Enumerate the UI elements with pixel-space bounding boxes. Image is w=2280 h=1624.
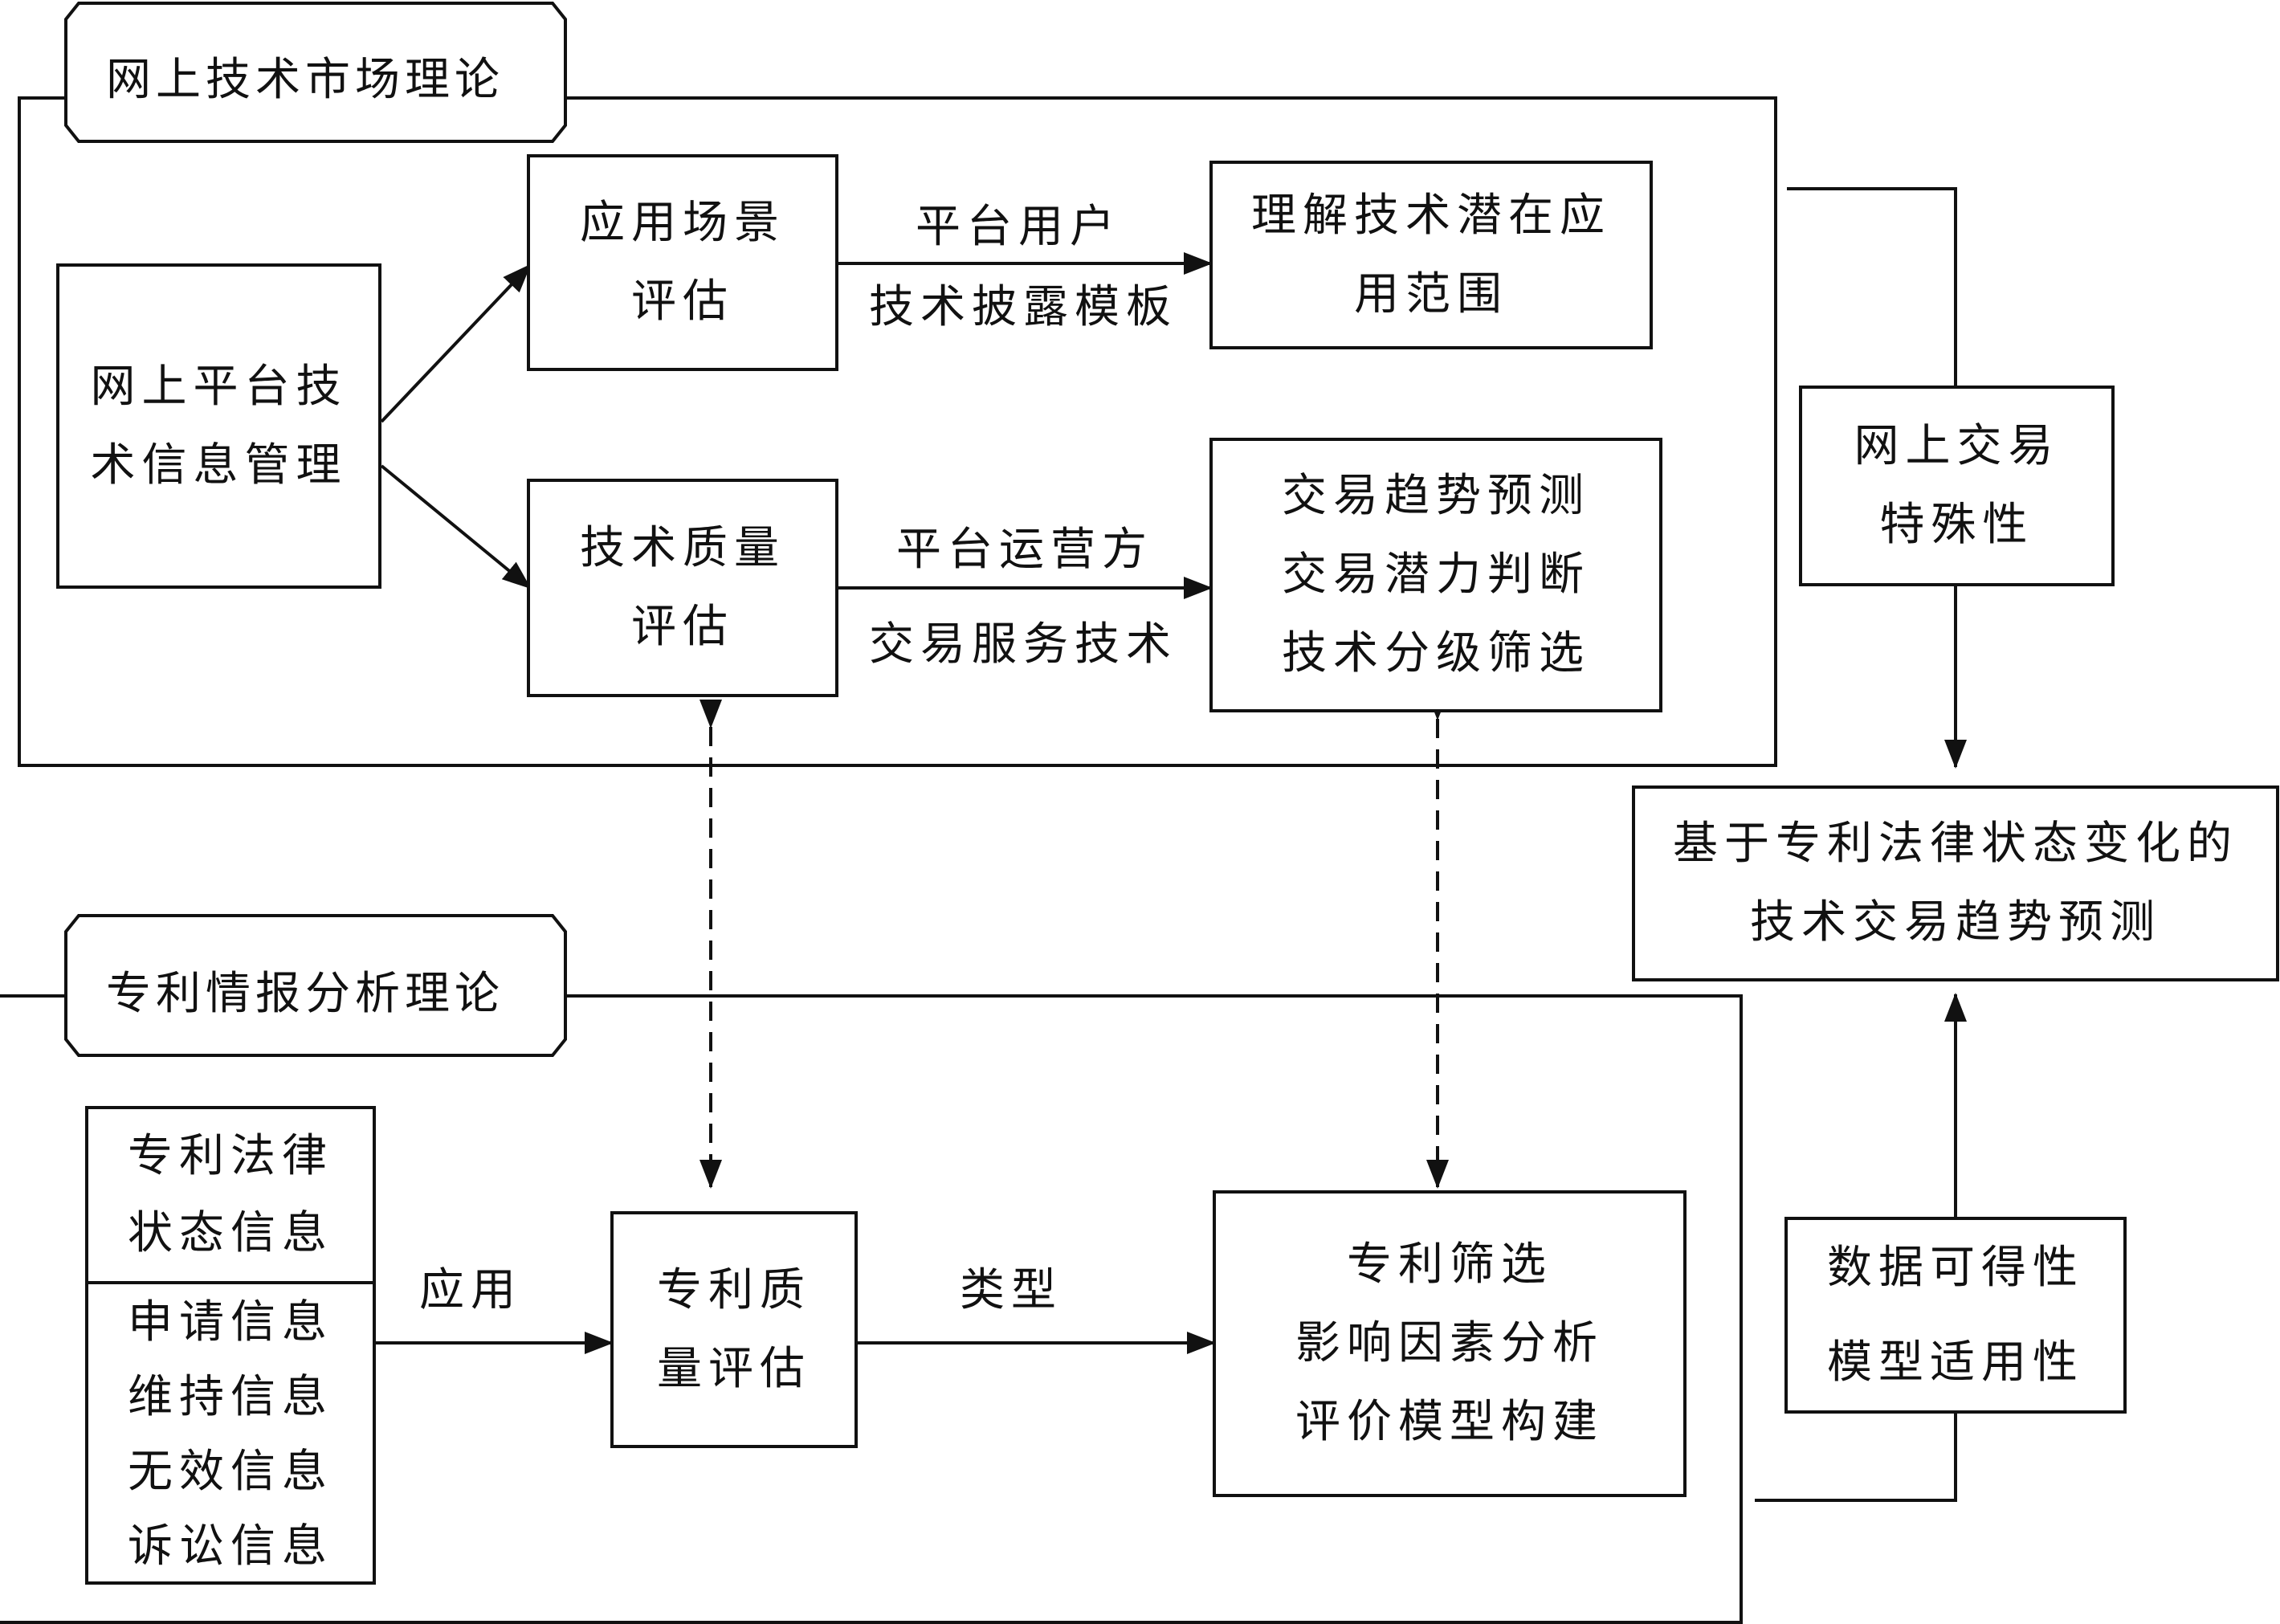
goal-line-2: 技术交易趋势预测 — [1750, 896, 2161, 949]
quality-eval-line-2: 评估 — [631, 601, 734, 653]
top-section-frame — [18, 96, 1777, 767]
edge-label-type: 类型 — [960, 1264, 1063, 1316]
info-item-application: 申请信息 — [128, 1296, 333, 1349]
edge-label-platform-users: 平台用户 — [916, 201, 1121, 253]
result-application-scope-box: 理解技术潜在应 用范围 — [1209, 161, 1653, 349]
data-model-box: 数据可得性 模型适用性 — [1784, 1217, 2127, 1414]
patent-quality-line-1: 专利质 — [657, 1263, 811, 1316]
connector-top-frame-to-online-trading — [1787, 187, 1957, 387]
data-model-line-1: 数据可得性 — [1827, 1241, 2084, 1294]
online-trading-line-2: 特殊性 — [1879, 499, 2034, 551]
info-item-litigation: 诉讼信息 — [128, 1520, 333, 1573]
legal-status-cell: 专利法律 状态信息 — [88, 1109, 373, 1284]
result-lower-line-1: 交易趋势预测 — [1282, 470, 1590, 522]
result-upper-line-2: 用范围 — [1354, 267, 1508, 320]
legal-status-line-1: 专利法律 — [128, 1130, 333, 1182]
edge-label-apply: 应用 — [419, 1264, 522, 1316]
edge-label-disclosure-template: 技术披露模板 — [869, 281, 1177, 333]
bottom-section-title-tab — [64, 914, 567, 1057]
patent-result-line-2: 影响因素分析 — [1295, 1317, 1604, 1369]
scenario-eval-line-2: 评估 — [631, 275, 734, 328]
data-model-line-2: 模型适用性 — [1827, 1336, 2084, 1389]
edge-label-trading-service-tech: 交易服务技术 — [869, 618, 1177, 671]
scenario-eval-box: 应用场景 评估 — [527, 154, 838, 371]
info-item-invalidation: 无效信息 — [128, 1446, 333, 1498]
edge-label-platform-operator: 平台运营方 — [896, 524, 1153, 576]
connector-bottom-frame-to-data-model — [1755, 1414, 1957, 1502]
source-tech-info-box: 网上平台技 术信息管理 — [56, 263, 381, 589]
result-lower-line-2: 交易潜力判断 — [1282, 549, 1590, 601]
top-section-title: 网上技术市场理论 — [106, 54, 504, 106]
result-trading-analysis-box: 交易趋势预测 交易潜力判断 技术分级筛选 — [1209, 438, 1662, 712]
patent-info-box: 专利法律 状态信息 申请信息 维持信息 无效信息 诉讼信息 — [85, 1106, 376, 1585]
patent-quality-line-2: 量评估 — [657, 1342, 811, 1395]
patent-result-line-1: 专利筛选 — [1347, 1238, 1552, 1291]
legal-status-line-2: 状态信息 — [128, 1207, 333, 1259]
goal-prediction-box: 基于专利法律状态变化的 技术交易趋势预测 — [1632, 785, 2279, 981]
arrow-source-to-scenario — [380, 263, 532, 423]
bottom-section-title: 专利情报分析理论 — [106, 968, 504, 1020]
source-line-2: 术信息管理 — [90, 439, 348, 492]
result-upper-line-1: 理解技术潜在应 — [1251, 189, 1611, 242]
source-line-1: 网上平台技 — [90, 360, 348, 413]
scenario-eval-line-1: 应用场景 — [580, 197, 785, 249]
patent-quality-eval-box: 专利质 量评估 — [610, 1211, 858, 1448]
patent-result-line-3: 评价模型构建 — [1295, 1396, 1604, 1448]
info-item-maintenance: 维持信息 — [128, 1371, 333, 1423]
arrow-source-to-quality — [380, 464, 532, 590]
info-items-list: 申请信息 维持信息 无效信息 诉讼信息 — [88, 1284, 373, 1585]
patent-screening-box: 专利筛选 影响因素分析 评价模型构建 — [1213, 1190, 1687, 1497]
online-trading-specificity-box: 网上交易 特殊性 — [1799, 386, 2115, 586]
result-lower-line-3: 技术分级筛选 — [1282, 627, 1590, 679]
goal-line-1: 基于专利法律状态变化的 — [1673, 818, 2238, 870]
quality-eval-line-1: 技术质量 — [580, 522, 785, 574]
quality-eval-box: 技术质量 评估 — [527, 479, 838, 697]
top-section-title-tab — [64, 2, 567, 143]
online-trading-line-1: 网上交易 — [1854, 420, 2060, 472]
